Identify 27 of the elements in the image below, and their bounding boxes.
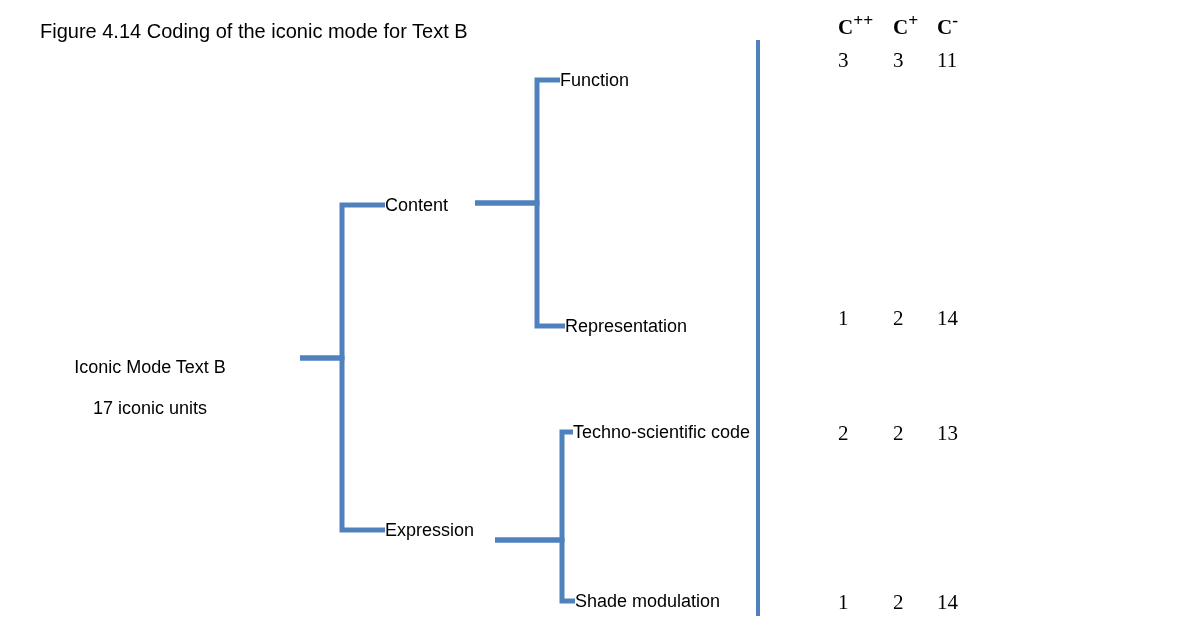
category-label: Representation (565, 311, 725, 341)
category-label: Techno-scientific code (573, 417, 748, 447)
bracket-connector (300, 355, 385, 533)
figure-title: Figure 4.14 Coding of the iconic mode for Text B (40, 20, 468, 43)
count-value: 14 (937, 306, 958, 331)
count-value: 11 (937, 48, 958, 73)
count-value: 2 (893, 590, 904, 615)
count-value: 1 (838, 590, 849, 615)
bracket-connector (475, 200, 565, 329)
count-value: 13 (937, 421, 958, 446)
category-label: Expression (385, 515, 495, 545)
count-value: 2 (838, 421, 849, 446)
category-label: Content (385, 190, 475, 220)
count-value: 3 (893, 48, 904, 73)
column-header: C$^{+}$ (893, 10, 919, 40)
bracket-connector (495, 537, 575, 604)
category-label: Shade modulation (575, 586, 745, 616)
count-value: 14 (937, 590, 958, 615)
category-label: Function (560, 65, 660, 95)
count-value: 2 (893, 421, 904, 446)
column-header: C$^{-}$ (937, 10, 958, 40)
count-label: 17 iconic units (92, 397, 208, 419)
root-label: Iconic Mode Text B (74, 356, 226, 378)
count-value: 2 (893, 306, 904, 331)
count-value: 1 (838, 306, 849, 331)
column-header: C$^{++}$ (838, 10, 874, 40)
count-value: 3 (838, 48, 849, 73)
